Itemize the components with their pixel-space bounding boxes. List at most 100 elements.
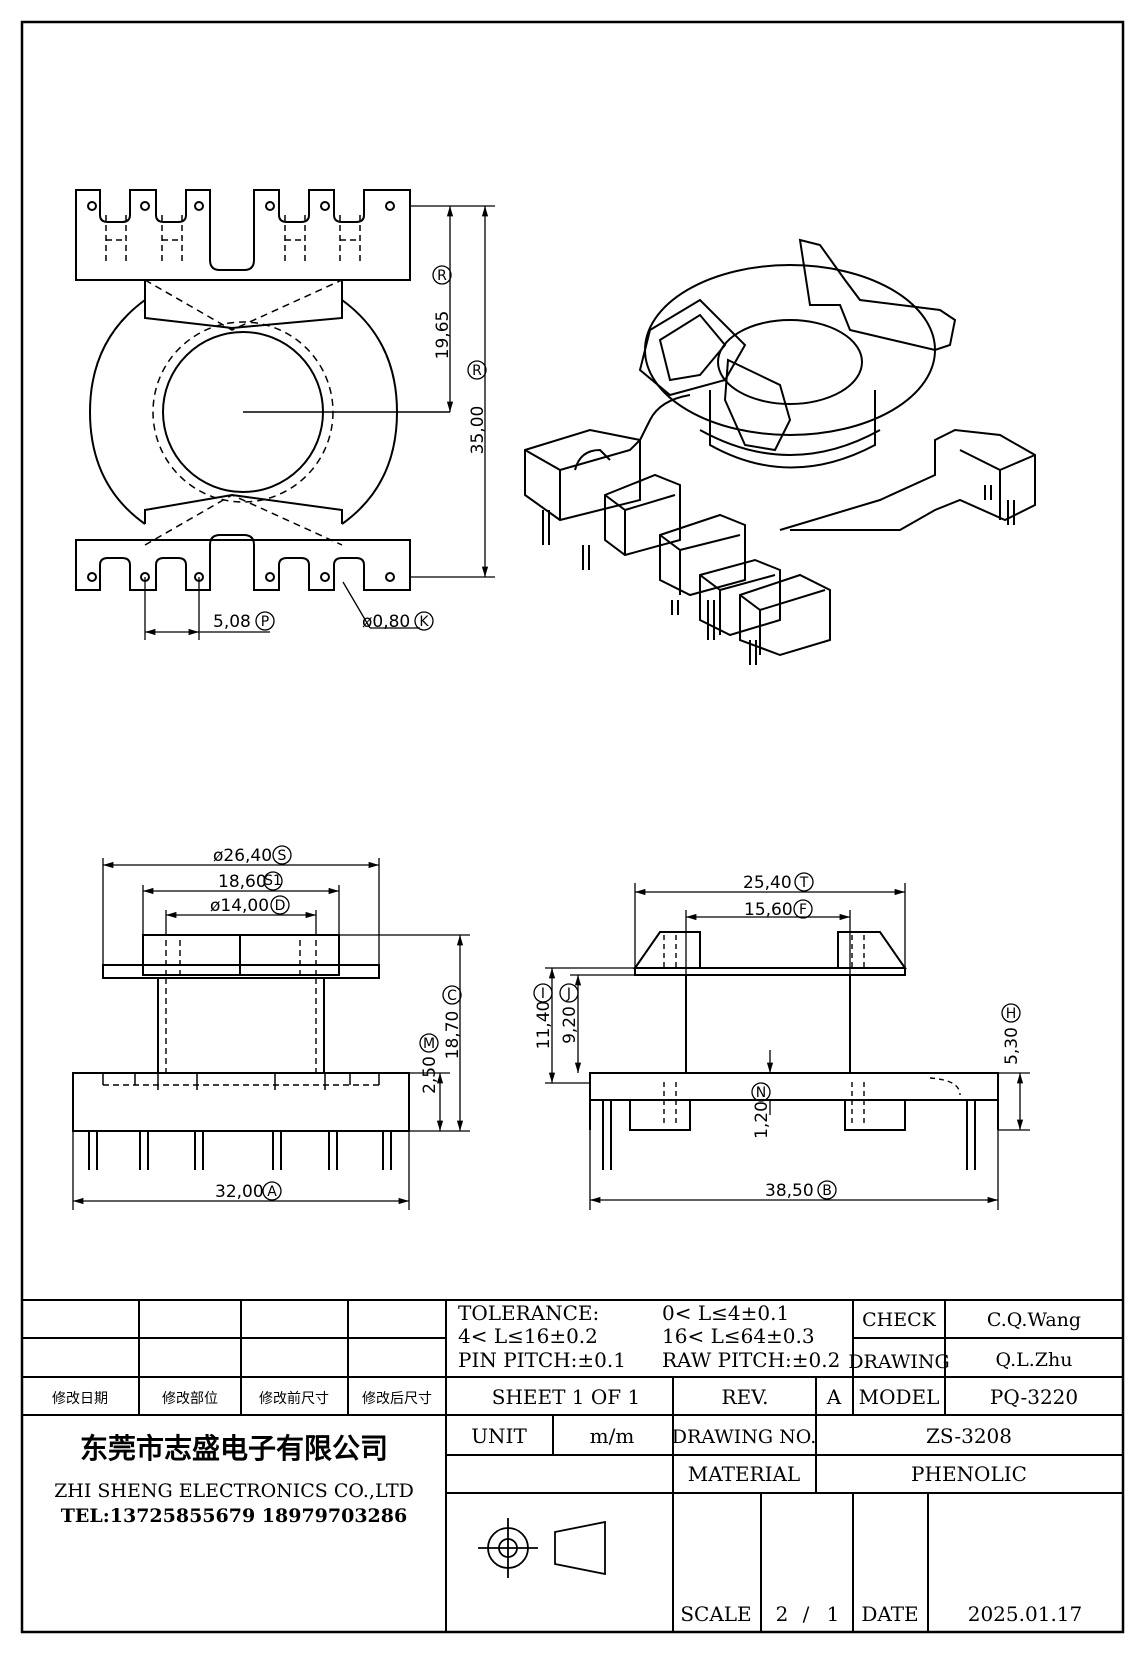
svg-text:I: I (541, 986, 545, 1002)
svg-text:S1: S1 (264, 873, 282, 889)
svg-text:K: K (419, 614, 429, 630)
svg-text:C: C (447, 988, 457, 1004)
top-view-dims (144, 205, 495, 640)
dim-side-base: 5,30 (1002, 1027, 1022, 1065)
material-label: MATERIAL (688, 1462, 800, 1486)
dim-side-top: 25,40 (743, 873, 792, 893)
side-view (589, 931, 999, 1170)
tag-c: C (442, 985, 462, 1005)
tag-r2: R (467, 360, 487, 380)
tolerance-label: TOLERANCE: (458, 1301, 599, 1325)
bottom-hole (385, 572, 395, 582)
svg-text:T: T (799, 875, 809, 891)
dim-side-wall: 1,20 (752, 1101, 772, 1139)
rev-value: A (826, 1385, 842, 1409)
company-cn: 东莞市志盛电子有限公司 (80, 1432, 388, 1465)
rev-header-after: 修改后尺寸 (362, 1391, 432, 1407)
tag-s1: S1 (263, 871, 283, 891)
dim-bore-dia: ø14,00 (210, 896, 269, 916)
drawing-no-value: ZS-3208 (926, 1424, 1012, 1448)
svg-text:M: M (423, 1036, 435, 1052)
unit-value: m/m (590, 1424, 635, 1448)
bottom-hole (320, 572, 330, 582)
svg-text:S: S (278, 848, 287, 864)
rev-header-part: 修改部位 (162, 1391, 218, 1407)
rev-label: REV. (722, 1385, 769, 1409)
date-label: DATE (861, 1602, 918, 1626)
tag-t: T (794, 872, 814, 892)
top-pin-bar (75, 189, 411, 281)
top-hole (194, 201, 204, 211)
company-tel: TEL:13725855679 18979703286 (61, 1505, 407, 1527)
tag-n: N (751, 1082, 771, 1102)
dim-core-width: 18,60 (218, 872, 267, 892)
dim-side-total: 38,50 (765, 1181, 814, 1201)
top-view (75, 189, 450, 591)
dim-hole-dia: ø0,80 (362, 612, 410, 632)
company-en: ZHI SHENG ELECTRONICS CO.,LTD (54, 1480, 414, 1502)
tag-m: M (419, 1033, 439, 1053)
tag-s: S (272, 845, 292, 865)
tag-f: F (793, 899, 813, 919)
tag-k: K (414, 611, 434, 631)
flange-outline (88, 299, 146, 525)
pin-pitch-tol: PIN PITCH:±0.1 (458, 1348, 626, 1372)
tag-h: H (1001, 1003, 1021, 1023)
bottom-hole (265, 572, 275, 582)
dim-flange-dia: ø26,40 (213, 846, 272, 866)
top-hole (265, 201, 275, 211)
tag-p: P (255, 611, 275, 631)
svg-text:N: N (756, 1085, 766, 1101)
title-block (22, 1299, 1123, 1632)
tag-d: D (270, 895, 290, 915)
top-hole (87, 201, 97, 211)
dim-side-inner: 15,60 (744, 900, 793, 920)
material-value: PHENOLIC (911, 1462, 1027, 1486)
dim-pin-pitch: 5,08 (213, 612, 251, 632)
drawing-no-label: DRAWING NO. (672, 1426, 817, 1448)
svg-text:D: D (275, 898, 286, 914)
isometric-view (524, 238, 1036, 665)
svg-text:B: B (822, 1183, 832, 1199)
svg-text:R: R (472, 363, 482, 379)
drawing-label: DRAWING (848, 1351, 949, 1373)
scale-value-a: 2 (776, 1602, 789, 1626)
model-value: PQ-3220 (990, 1385, 1078, 1409)
svg-text:A: A (267, 1184, 277, 1200)
svg-text:H: H (1006, 1006, 1017, 1022)
rev-header-before: 修改前尺寸 (259, 1390, 329, 1407)
top-hole (385, 201, 395, 211)
projection-symbol (478, 1518, 606, 1578)
top-hole (320, 201, 330, 211)
side-view-dims (545, 883, 1030, 1210)
raw-pitch-tol: RAW PITCH:±0.2 (662, 1348, 840, 1372)
dim-side-h1: 11,40 (534, 1001, 554, 1050)
dim-side-h2: 9,20 (560, 1006, 580, 1044)
dim-top-outer: 35,00 (468, 406, 488, 455)
sheet-border (20, 20, 1125, 1634)
top-hole (140, 201, 150, 211)
model-label: MODEL (859, 1385, 940, 1409)
dim-base-height: 2,50 (420, 1056, 440, 1094)
tag-j: J (559, 983, 579, 1003)
check-value: C.Q.Wang (987, 1309, 1081, 1331)
unit-label: UNIT (471, 1424, 527, 1448)
tolerance-3: 16< L≤64±0.3 (662, 1324, 815, 1348)
svg-text:J: J (566, 986, 571, 1002)
svg-text:F: F (799, 902, 807, 918)
tag-i: I (533, 983, 553, 1003)
tag-a: A (262, 1181, 282, 1201)
dim-top-half: 19,65 (433, 311, 453, 360)
sheet-label: SHEET 1 OF 1 (492, 1385, 640, 1409)
front-view-dims (72, 858, 470, 1210)
tag-r1: R (432, 265, 452, 285)
svg-text:R: R (437, 268, 447, 284)
tolerance-1: 0< L≤4±0.1 (662, 1301, 789, 1325)
bottom-hole (87, 572, 97, 582)
dim-total-height: 18,70 (443, 1011, 463, 1060)
scale-label: SCALE (680, 1602, 751, 1626)
front-view (72, 934, 410, 1170)
dim-base-width: 32,00 (215, 1182, 264, 1202)
tolerance-2: 4< L≤16±0.2 (458, 1324, 598, 1348)
